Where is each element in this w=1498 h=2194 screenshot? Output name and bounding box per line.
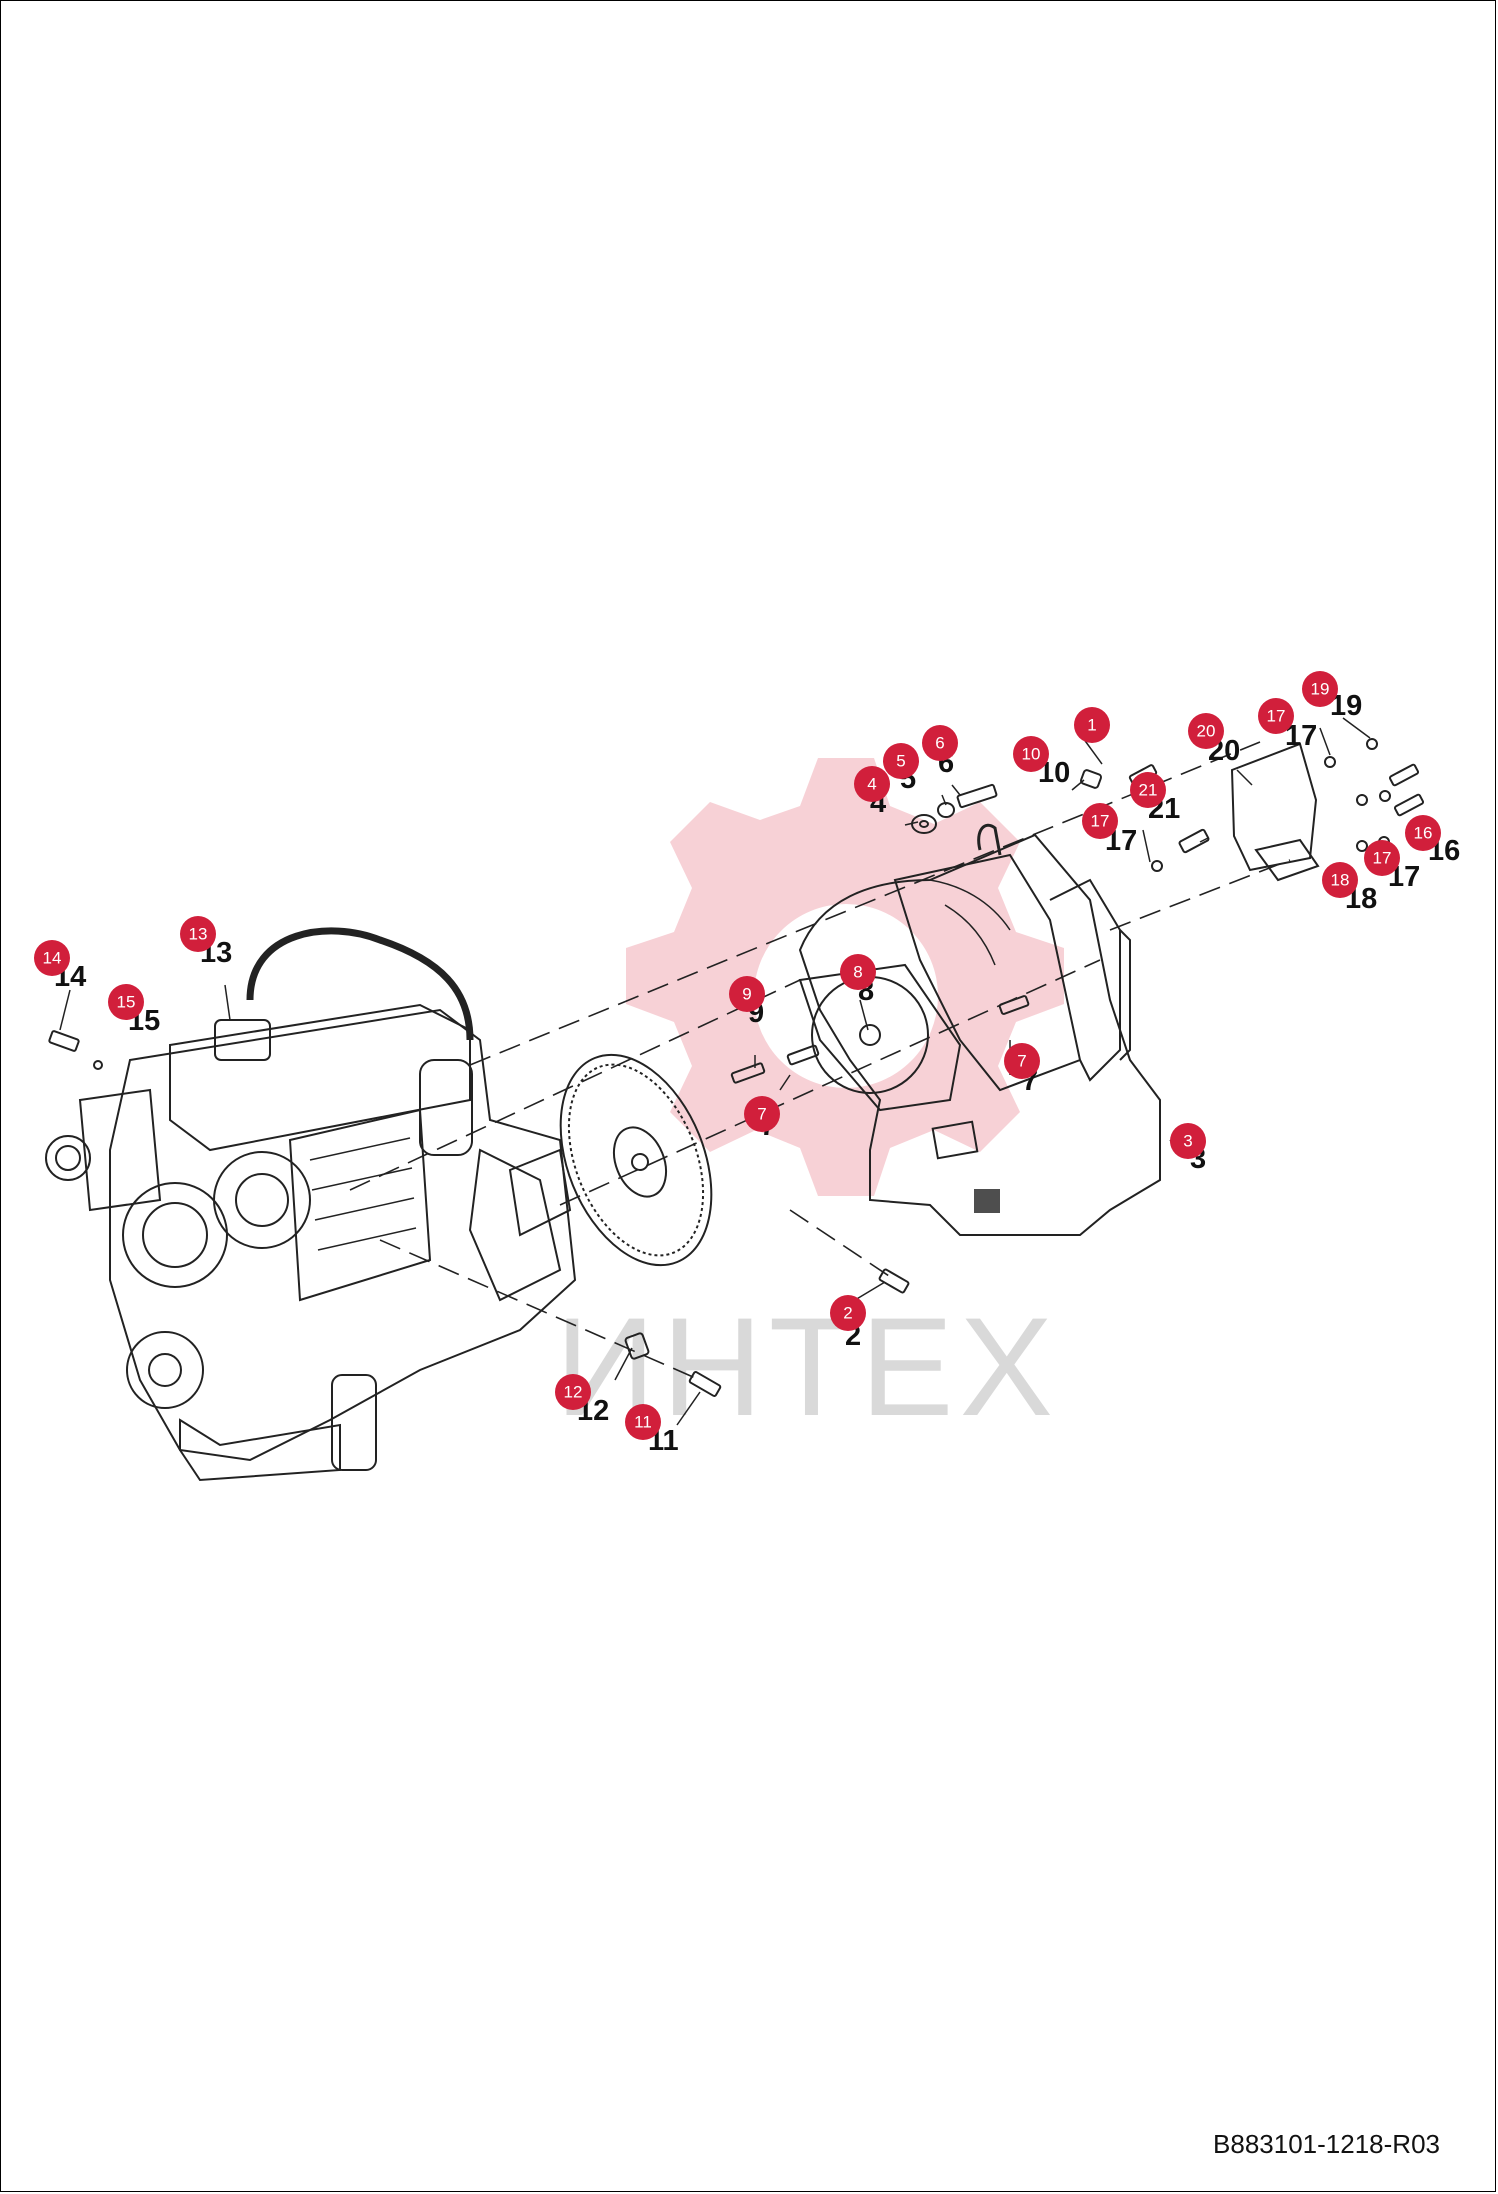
drawing-reference-code: B883101-1218-R03 bbox=[1213, 2129, 1440, 2159]
callout-14: 14 14 bbox=[34, 940, 86, 993]
callout-badge: 9 bbox=[742, 985, 751, 1004]
flywheel bbox=[559, 1053, 713, 1267]
callout-badge: 2 bbox=[843, 1304, 852, 1323]
callout-3: 3 3 bbox=[1170, 1123, 1206, 1175]
callout-badge: 13 bbox=[189, 925, 208, 944]
callout-badge: 11 bbox=[634, 1413, 652, 1432]
callout-13: 13 13 bbox=[180, 916, 232, 969]
callout-12: 12 12 bbox=[555, 1374, 609, 1427]
callout-badge: 12 bbox=[564, 1383, 583, 1402]
callout-badge: 17 bbox=[1091, 812, 1110, 831]
transmission-housing bbox=[798, 823, 1161, 1236]
callout-badge: 7 bbox=[757, 1105, 766, 1124]
callout-19: 19 19 bbox=[1302, 671, 1362, 722]
callout-badge: 6 bbox=[935, 734, 944, 753]
callout-badge: 4 bbox=[867, 775, 876, 794]
callout-1: 1 1 bbox=[1074, 705, 1110, 743]
callout-18: 18 18 bbox=[1322, 862, 1377, 915]
engine-assembly bbox=[45, 927, 577, 1482]
callout-badge: 1 bbox=[1087, 716, 1096, 735]
callout-7-left: 7 7 bbox=[744, 1096, 780, 1142]
callout-badge: 20 bbox=[1197, 722, 1216, 741]
watermark: ИНТЕХ bbox=[555, 758, 1064, 1445]
leader-lines bbox=[59, 717, 1371, 1426]
callout-badge: 7 bbox=[1017, 1052, 1026, 1071]
callout-17-middle: 17 17 bbox=[1082, 803, 1137, 857]
callout-badge: 16 bbox=[1414, 824, 1433, 843]
callout-11: 11 11 bbox=[625, 1404, 679, 1457]
callout-badge: 17 bbox=[1373, 849, 1392, 868]
callout-21: 21 21 bbox=[1130, 772, 1180, 825]
callout-badge: 5 bbox=[896, 752, 905, 771]
callout-badge: 10 bbox=[1022, 745, 1041, 764]
callout-badge: 17 bbox=[1267, 707, 1286, 726]
callout-20: 20 20 bbox=[1188, 713, 1240, 767]
callout-6: 6 6 bbox=[922, 725, 958, 779]
callout-badge: 15 bbox=[117, 993, 136, 1012]
callout-2: 2 2 bbox=[830, 1295, 866, 1352]
callout-4: 4 4 bbox=[854, 766, 890, 819]
callout-5: 5 5 bbox=[883, 743, 919, 795]
callout-8: 8 8 bbox=[840, 954, 876, 1007]
callout-badge: 19 bbox=[1311, 680, 1330, 699]
callout-17-top: 17 17 bbox=[1258, 698, 1317, 752]
callout-badge: 18 bbox=[1331, 871, 1350, 890]
callout-badge: 14 bbox=[43, 949, 62, 968]
callout-badge: 3 bbox=[1183, 1132, 1192, 1151]
callout-7-right: 7 7 bbox=[1004, 1043, 1040, 1097]
callout-15: 15 15 bbox=[108, 984, 160, 1037]
callout-9: 9 9 bbox=[729, 976, 765, 1029]
callout-17-right: 17 17 bbox=[1364, 840, 1420, 893]
callout-16: 16 16 bbox=[1405, 815, 1460, 867]
callout-10: 10 10 bbox=[1013, 736, 1070, 789]
assembly-lines bbox=[349, 741, 1291, 1381]
callout-badge: 21 bbox=[1139, 781, 1158, 800]
callout-badge: 8 bbox=[853, 963, 862, 982]
